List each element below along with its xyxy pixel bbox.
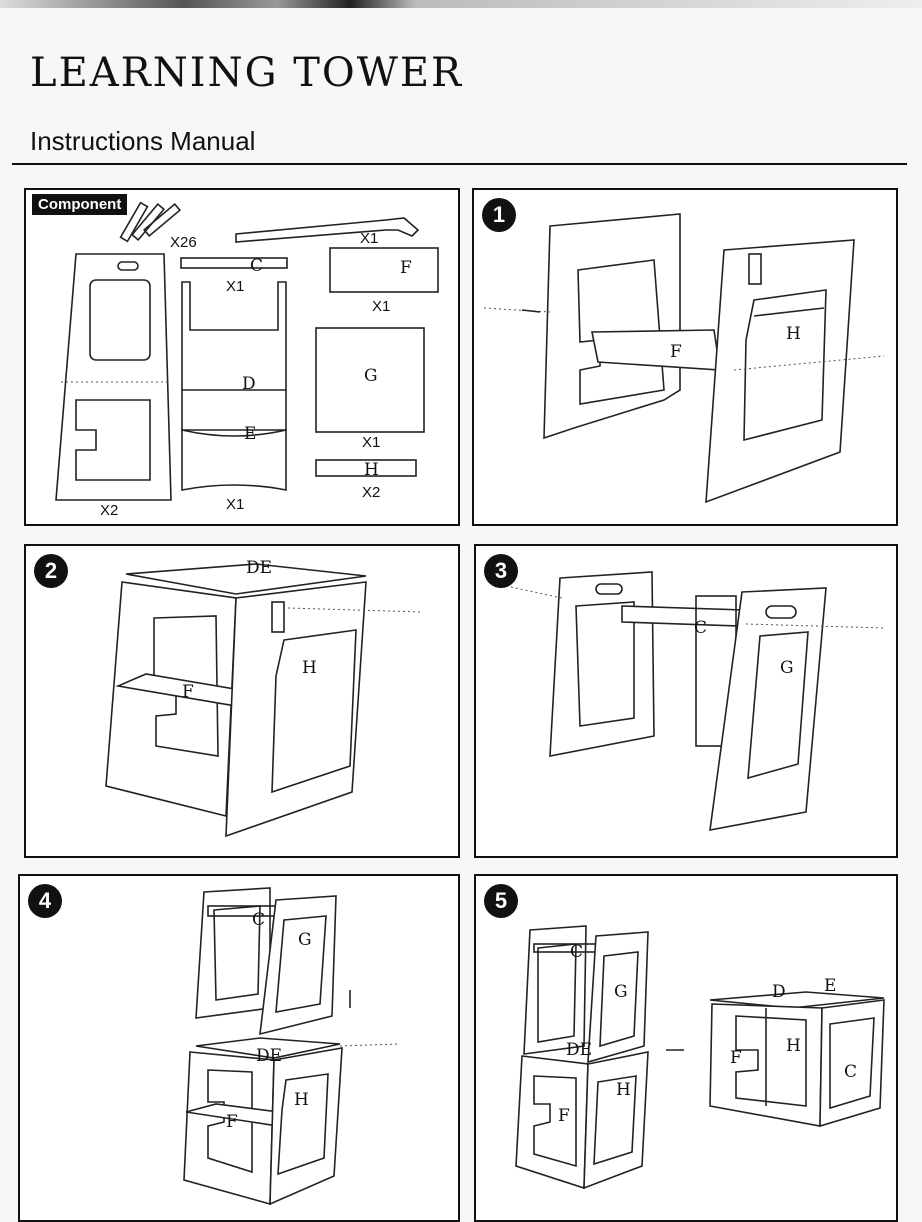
step-2-part-de: DE [246, 558, 273, 578]
step-1-part-f: F [670, 342, 682, 362]
step-4-part-de: DE [256, 1046, 283, 1066]
components-illustration [55, 201, 439, 501]
step-5-part-c: C [570, 942, 584, 962]
step-4-illustration [183, 887, 401, 1206]
step-1-badge: 1 [482, 198, 516, 232]
step-2-badge: 2 [34, 554, 68, 588]
screws-qty: X26 [170, 234, 197, 251]
step-3-part-g: G [780, 658, 794, 678]
wrench-qty: X1 [360, 230, 379, 247]
step-5-assembled-c: C [844, 1062, 858, 1082]
screw-icon [119, 201, 182, 243]
step-4-badge: 4 [28, 884, 62, 918]
part-h-qty: X2 [362, 484, 381, 501]
step-5-assembled-e: E [824, 976, 837, 996]
step-3-badge: 3 [484, 554, 518, 588]
part-f-label: F [400, 258, 412, 278]
step-1-panel: 1 F H [472, 188, 898, 526]
step-4-part-f: F [226, 1112, 238, 1132]
part-de-qty: X1 [226, 496, 245, 513]
document-title: LEARNING TOWER [30, 50, 464, 96]
step-4-panel: 4 C G DE F H [18, 874, 460, 1222]
step-1-part-h: H [786, 324, 801, 344]
top-photo-edge [0, 0, 922, 8]
step-2-panel: 2 DE F H [24, 544, 460, 858]
part-f-qty: X1 [372, 298, 391, 315]
step-5-part-f: F [558, 1106, 570, 1126]
step-2-part-h: H [302, 658, 317, 678]
step-5-illustration [515, 925, 885, 1190]
part-e-label: E [244, 424, 257, 444]
step-4-part-h: H [294, 1090, 309, 1110]
part-d-label: D [242, 374, 256, 394]
step-5-part-g: G [614, 982, 628, 1002]
step-5-panel: 5 C G DE H F D E F H C [474, 874, 898, 1222]
side-panel-qty: X2 [100, 502, 119, 519]
step-5-assembled-f: F [730, 1048, 742, 1068]
step-2-part-f: F [182, 682, 194, 702]
header-divider [12, 163, 907, 165]
step-4-part-g: G [298, 930, 312, 950]
part-h-label: H [364, 460, 379, 480]
step-3-part-c: C [694, 618, 708, 638]
step-4-part-c: C [252, 910, 266, 930]
step-3-panel: 3 C G [474, 544, 898, 858]
step-5-assembled-h: H [786, 1036, 801, 1056]
step-5-part-de: DE [566, 1040, 593, 1060]
step-5-assembled-d: D [772, 982, 786, 1002]
allen-key-icon [235, 217, 420, 243]
step-1-illustration [483, 213, 885, 504]
step-2-illustration [105, 563, 423, 838]
part-g-label: G [364, 366, 378, 386]
part-c-label: C [250, 256, 264, 276]
components-panel: Component X26 X1 C X1 F X1 G X1 H X2 D E… [24, 188, 460, 526]
part-g-qty: X1 [362, 434, 381, 451]
step-5-badge: 5 [484, 884, 518, 918]
step-5-part-h: H [616, 1080, 631, 1100]
part-c-qty: X1 [226, 278, 245, 295]
side-panel-shape [55, 253, 172, 501]
component-badge: Component [32, 194, 128, 215]
step-3-illustration [505, 571, 885, 831]
document-subtitle: Instructions Manual [30, 126, 256, 156]
